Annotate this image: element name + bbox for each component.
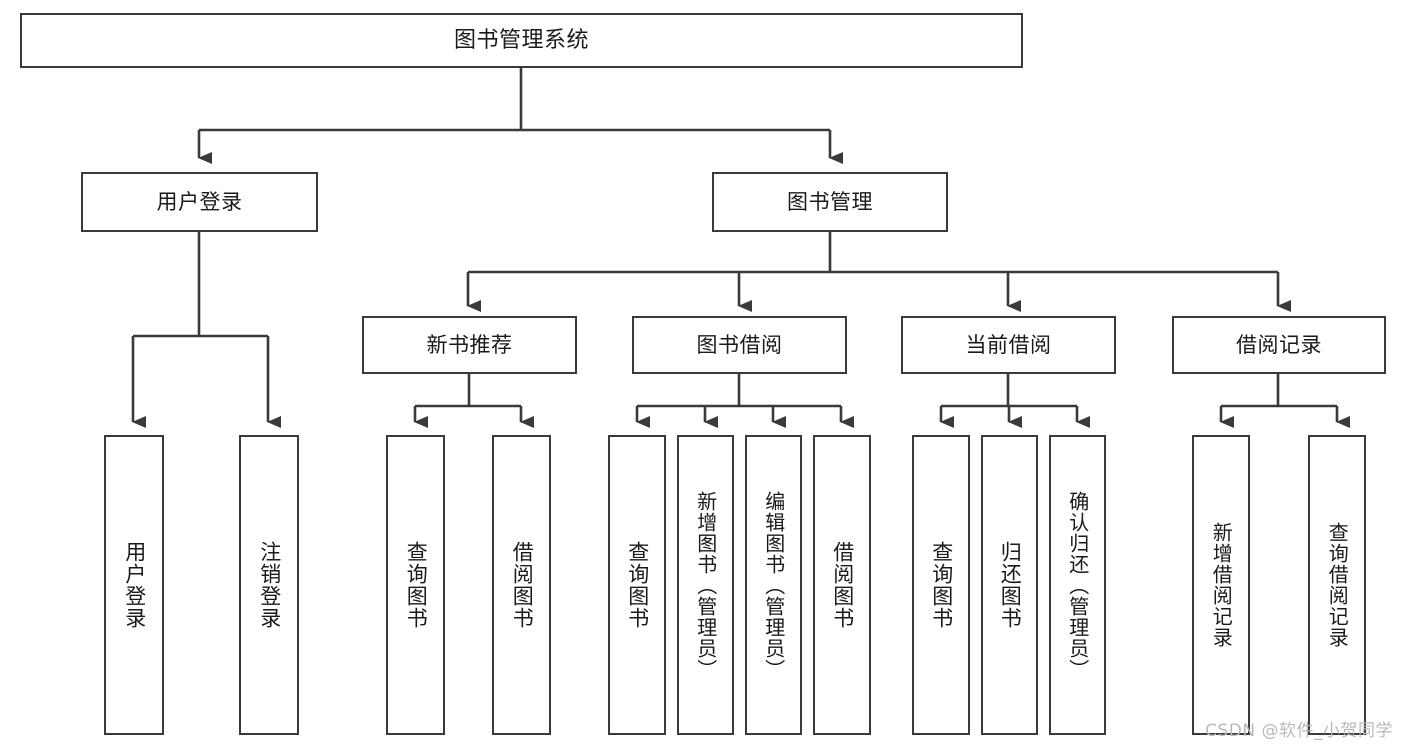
node-leaf-edit-book-label: 编辑图书（管理员）: [761, 490, 786, 680]
node-leaf-borrow-book-1-label: 借阅图书: [510, 541, 535, 629]
node-leaf-query-record-label: 查询借阅记录: [1325, 522, 1350, 648]
node-user-login-label: 用户登录: [156, 189, 243, 214]
node-current-borrow[interactable]: 当前借阅: [901, 316, 1116, 374]
node-leaf-query-book-2-label: 查询图书: [625, 541, 650, 629]
node-leaf-logout[interactable]: 注销登录: [239, 435, 299, 735]
csdn-watermark: CSDN @软件_小贺同学: [1205, 721, 1393, 741]
node-user-login[interactable]: 用户登录: [81, 172, 318, 232]
node-root-label: 图书管理系统: [453, 27, 589, 53]
node-leaf-query-book-2[interactable]: 查询图书: [608, 435, 666, 735]
node-leaf-confirm-return-label: 确认归还（管理员）: [1065, 490, 1090, 680]
node-book-management[interactable]: 图书管理: [712, 172, 948, 232]
node-book-management-label: 图书管理: [787, 189, 873, 214]
node-leaf-query-book-1-label: 查询图书: [404, 541, 429, 629]
node-new-book-recommend-label: 新书推荐: [426, 332, 513, 357]
node-leaf-borrow-book-2-label: 借阅图书: [830, 541, 855, 629]
node-borrow-record[interactable]: 借阅记录: [1172, 316, 1386, 374]
node-leaf-borrow-book-1[interactable]: 借阅图书: [492, 435, 551, 735]
node-borrow-record-label: 借阅记录: [1236, 332, 1322, 357]
node-leaf-query-book-3-label: 查询图书: [929, 541, 954, 629]
node-leaf-edit-book[interactable]: 编辑图书（管理员）: [745, 435, 802, 735]
node-book-borrow-label: 图书借阅: [696, 332, 783, 357]
node-leaf-logout-label: 注销登录: [257, 541, 282, 629]
node-current-borrow-label: 当前借阅: [965, 332, 1052, 357]
node-book-borrow[interactable]: 图书借阅: [632, 316, 847, 374]
node-leaf-query-record[interactable]: 查询借阅记录: [1308, 435, 1366, 735]
node-leaf-return-book[interactable]: 归还图书: [981, 435, 1038, 735]
node-leaf-query-book-1[interactable]: 查询图书: [386, 435, 445, 735]
node-leaf-user-login-label: 用户登录: [122, 541, 147, 629]
node-leaf-add-record-label: 新增借阅记录: [1209, 522, 1234, 648]
node-leaf-query-book-3[interactable]: 查询图书: [912, 435, 970, 735]
node-leaf-add-book[interactable]: 新增图书（管理员）: [677, 435, 734, 735]
node-leaf-add-book-label: 新增图书（管理员）: [693, 490, 718, 680]
node-leaf-borrow-book-2[interactable]: 借阅图书: [813, 435, 871, 735]
node-leaf-return-book-label: 归还图书: [998, 541, 1023, 629]
node-leaf-user-login[interactable]: 用户登录: [104, 435, 164, 735]
node-root[interactable]: 图书管理系统: [20, 13, 1023, 68]
node-leaf-confirm-return[interactable]: 确认归还（管理员）: [1049, 435, 1106, 735]
node-leaf-add-record[interactable]: 新增借阅记录: [1192, 435, 1250, 735]
node-new-book-recommend[interactable]: 新书推荐: [362, 316, 577, 374]
